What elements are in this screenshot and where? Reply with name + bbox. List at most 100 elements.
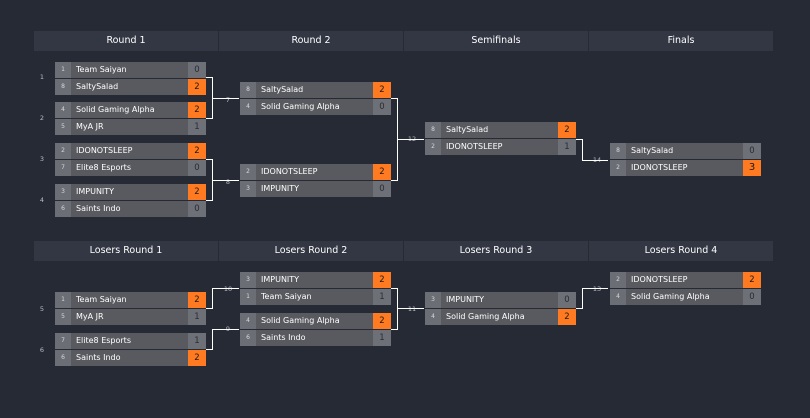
winner-score: 2 bbox=[373, 272, 391, 288]
team-name: SaltySalad bbox=[76, 82, 119, 91]
team-score: 1 bbox=[373, 289, 391, 305]
team-name: SaltySalad bbox=[631, 146, 674, 155]
match-number-5: 5 bbox=[39, 305, 45, 313]
winner-score: 2 bbox=[188, 102, 206, 118]
team-row[interactable]: 3 IMPUNITY 2 bbox=[240, 272, 391, 288]
team-name: SaltySalad bbox=[446, 125, 489, 134]
winner-score: 2 bbox=[188, 184, 206, 200]
team-name: Saints Indo bbox=[76, 204, 121, 213]
team-seed: 3 bbox=[240, 181, 256, 197]
team-seed: 1 bbox=[55, 62, 71, 78]
team-seed: 2 bbox=[610, 160, 626, 176]
team-name: Team Saiyan bbox=[261, 292, 312, 301]
winner-score: 2 bbox=[188, 143, 206, 159]
match-number-8: 8 bbox=[225, 178, 231, 186]
team-score: 1 bbox=[188, 309, 206, 325]
match-number-4: 4 bbox=[39, 196, 45, 204]
team-score: 1 bbox=[188, 119, 206, 135]
team-name: IDONOTSLEEP bbox=[446, 142, 503, 151]
team-seed: 8 bbox=[55, 79, 71, 95]
team-seed: 6 bbox=[240, 330, 256, 346]
header-losers-round-3: Losers Round 3 bbox=[404, 241, 588, 261]
team-seed: 4 bbox=[240, 313, 256, 329]
team-name: Team Saiyan bbox=[76, 295, 127, 304]
team-seed: 3 bbox=[240, 272, 256, 288]
team-name: Team Saiyan bbox=[76, 65, 127, 74]
team-seed: 8 bbox=[425, 122, 441, 138]
team-score: 0 bbox=[373, 181, 391, 197]
team-name: IMPUNITY bbox=[76, 187, 115, 196]
team-row[interactable]: 2 IDONOTSLEEP 3 bbox=[610, 160, 761, 176]
team-row[interactable]: 3 IMPUNITY 0 bbox=[240, 181, 391, 197]
team-name: MyA JR bbox=[76, 312, 104, 321]
team-score: 1 bbox=[373, 330, 391, 346]
team-score: 0 bbox=[743, 143, 761, 159]
team-row[interactable]: 2 IDONOTSLEEP 2 bbox=[55, 143, 206, 159]
header-losers-round-1: Losers Round 1 bbox=[34, 241, 218, 261]
team-score: 0 bbox=[558, 292, 576, 308]
team-name: IMPUNITY bbox=[446, 295, 485, 304]
header-losers-round-4: Losers Round 4 bbox=[589, 241, 773, 261]
header-semifinals: Semifinals bbox=[404, 31, 588, 51]
team-seed: 2 bbox=[425, 139, 441, 155]
winner-score: 2 bbox=[558, 122, 576, 138]
team-score: 0 bbox=[743, 289, 761, 305]
winner-score: 2 bbox=[373, 164, 391, 180]
match-number-13: 13 bbox=[592, 285, 602, 293]
team-name: IDONOTSLEEP bbox=[261, 167, 318, 176]
team-seed: 8 bbox=[240, 82, 256, 98]
winner-score: 2 bbox=[188, 350, 206, 366]
match-number-3: 3 bbox=[39, 155, 45, 163]
team-seed: 7 bbox=[55, 333, 71, 349]
winner-score: 2 bbox=[743, 272, 761, 288]
team-seed: 2 bbox=[55, 143, 71, 159]
team-name: IMPUNITY bbox=[261, 275, 300, 284]
team-name: Elite8 Esports bbox=[76, 336, 131, 345]
winner-score: 2 bbox=[188, 292, 206, 308]
team-name: SaltySalad bbox=[261, 85, 304, 94]
team-row[interactable]: 5 MyA JR 1 bbox=[55, 309, 206, 325]
team-name: IDONOTSLEEP bbox=[76, 146, 133, 155]
team-seed: 5 bbox=[55, 309, 71, 325]
team-seed: 3 bbox=[55, 184, 71, 200]
team-seed: 5 bbox=[55, 119, 71, 135]
team-score: 0 bbox=[188, 160, 206, 176]
team-score: 1 bbox=[558, 139, 576, 155]
match-number-7: 7 bbox=[225, 96, 231, 104]
team-row[interactable]: 2 IDONOTSLEEP 1 bbox=[425, 139, 576, 155]
match-number-6: 6 bbox=[39, 346, 45, 354]
team-name: Solid Gaming Alpha bbox=[446, 312, 525, 321]
team-row[interactable]: 8 SaltySalad 2 bbox=[425, 122, 576, 138]
team-seed: 6 bbox=[55, 201, 71, 217]
team-name: IMPUNITY bbox=[261, 184, 300, 193]
winner-score: 2 bbox=[558, 309, 576, 325]
match-number-2: 2 bbox=[39, 114, 45, 122]
team-row[interactable]: 3 IMPUNITY 2 bbox=[55, 184, 206, 200]
team-name: IDONOTSLEEP bbox=[631, 163, 688, 172]
team-name: Saints Indo bbox=[76, 353, 121, 362]
team-row[interactable]: 6 Saints Indo 0 bbox=[55, 201, 206, 217]
team-score: 0 bbox=[188, 201, 206, 217]
team-name: Solid Gaming Alpha bbox=[631, 292, 710, 301]
winner-score: 3 bbox=[743, 160, 761, 176]
match-number-1: 1 bbox=[39, 73, 45, 81]
